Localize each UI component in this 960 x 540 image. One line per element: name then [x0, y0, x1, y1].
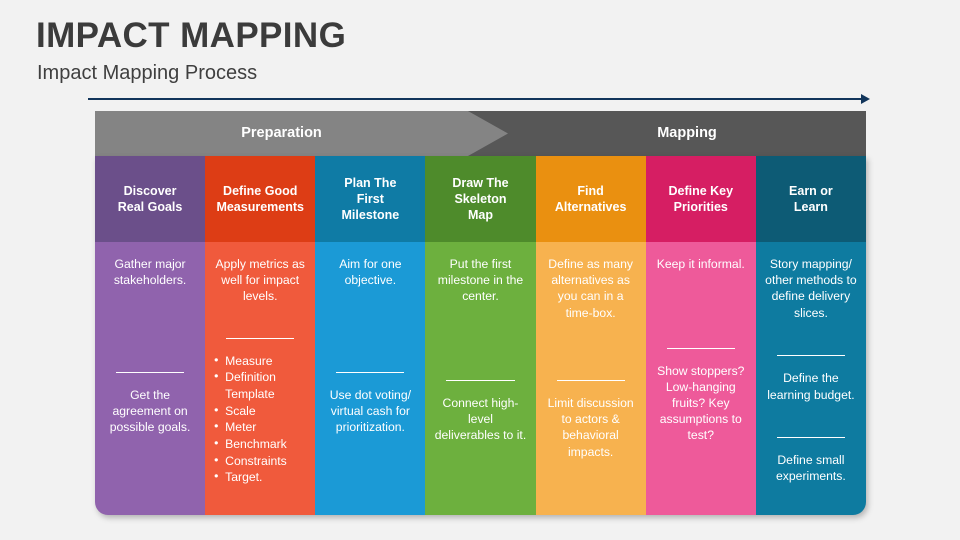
process-column-body: Keep it informal. Show stoppers? Low-hang… [645, 242, 756, 515]
segment-spacer [655, 444, 747, 505]
bullet-list: MeasureDefinition TemplateScaleMeterBenc… [214, 352, 306, 487]
segment-spacer [765, 321, 857, 341]
segment-spacer [324, 288, 416, 357]
segment-spacer [434, 444, 526, 505]
segment-text: Gather major stakeholders. [113, 257, 187, 288]
segment-spacer [324, 436, 416, 505]
segment-text: Keep it informal. [656, 257, 745, 271]
segment-divider [336, 371, 405, 373]
segment-divider [115, 371, 185, 373]
segment-divider [776, 437, 845, 439]
segment-text: Define as many alternatives as you can i… [548, 257, 633, 320]
process-arrow-head-icon [861, 94, 870, 104]
process-column-body: Define as many alternatives as you can i… [535, 242, 646, 515]
process-column-body: Put the first milestone in the center. Co… [425, 242, 536, 515]
list-item: Benchmark [214, 435, 306, 453]
segment-text: Limit discussion to actors & behavioral … [547, 396, 634, 459]
segment-text: Define the learning budget. [767, 371, 855, 402]
segment-spacer [214, 486, 306, 505]
list-item: Target. [214, 468, 306, 486]
list-item: Scale [214, 402, 306, 420]
phase-label-preparation: Preparation [241, 125, 322, 141]
segment-text: Apply metrics as well for impact levels. [215, 257, 305, 304]
phase-label-mapping: Mapping [657, 125, 717, 141]
list-item: Measure [214, 352, 306, 370]
segment-text: Put the first milestone in the center. [437, 257, 524, 304]
process-column-body: Apply metrics as well for impact levels.… [205, 242, 316, 515]
segment-text: Define small experiments. [776, 453, 846, 484]
segment-divider [776, 355, 845, 357]
process-column-body: Story mapping/ other methods to define d… [755, 242, 866, 515]
segment-spacer [434, 305, 526, 366]
segment-text: Show stoppers? Low-hanging fruits? Key a… [657, 363, 745, 443]
segment-divider [446, 380, 515, 381]
segment-spacer [104, 436, 196, 505]
segment-spacer [765, 403, 857, 423]
phase-band: Preparation Mapping [95, 111, 866, 156]
process-column-body: Aim for one objective. Use dot voting/ vi… [315, 242, 426, 515]
segment-text: Use dot voting/ virtual cash for priorit… [329, 387, 411, 435]
segment-spacer [545, 321, 637, 366]
segment-divider [666, 347, 735, 349]
process-column-body: Gather major stakeholders. Get the agreem… [95, 242, 206, 515]
process-arrow-line [88, 98, 863, 100]
page-title: IMPACT MAPPING [36, 16, 347, 55]
segment-text: Aim for one objective. [339, 257, 402, 288]
list-item: Meter [214, 418, 306, 436]
list-item: Constraints [214, 452, 306, 470]
page-subtitle: Impact Mapping Process [37, 62, 258, 84]
segment-divider [226, 337, 295, 339]
segment-spacer [214, 305, 306, 324]
phase-band-preparation-chevron-shape [95, 111, 508, 156]
segment-text: Story mapping/ other methods to define d… [765, 257, 857, 320]
segment-text: Connect high-level deliverables to it. [434, 396, 527, 443]
segment-divider [556, 380, 625, 381]
list-item: Definition Template [214, 368, 306, 402]
segment-spacer [655, 272, 747, 333]
segment-spacer [104, 288, 196, 357]
segment-text: Get the agreement on possible goals. [109, 387, 191, 435]
segment-spacer [765, 485, 857, 505]
segment-spacer [545, 460, 637, 505]
